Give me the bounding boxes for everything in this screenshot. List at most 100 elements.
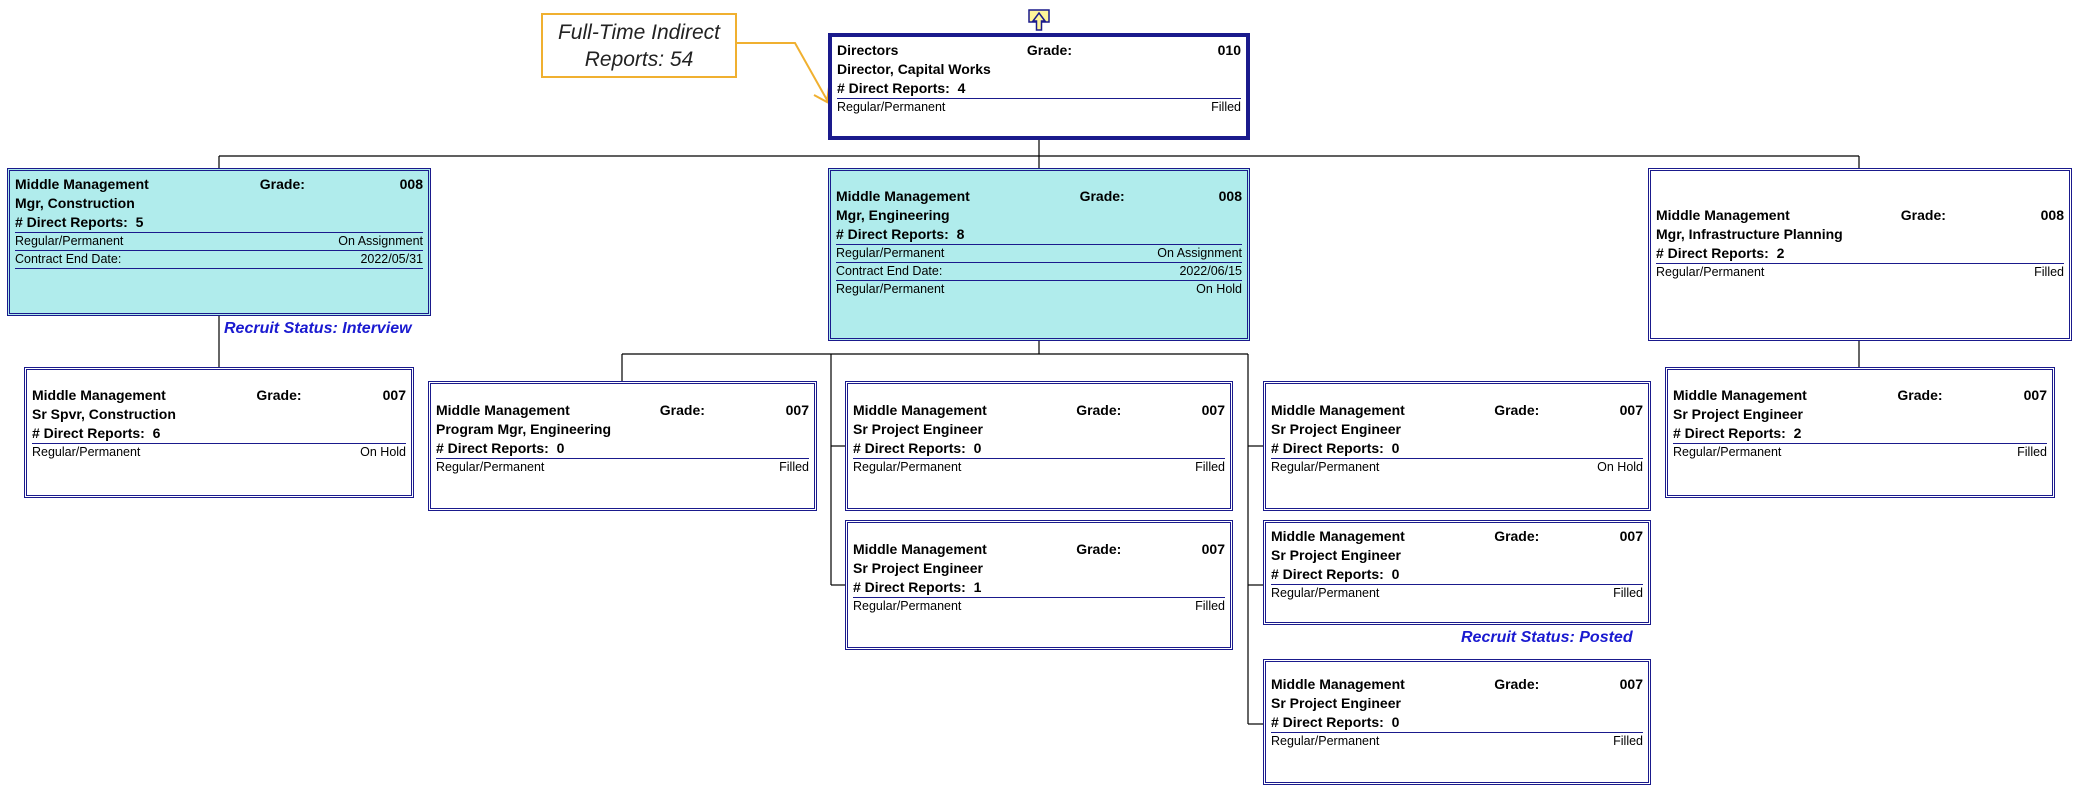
- position-status: On Hold: [360, 445, 406, 459]
- position-title: Mgr, Construction: [15, 195, 135, 211]
- grade-value: 008: [2040, 207, 2064, 223]
- position-status: Filled: [1195, 599, 1225, 613]
- direct-reports-label: # Direct Reports:: [32, 425, 145, 441]
- recruit-status-posted: Recruit Status: Posted: [1461, 629, 1633, 646]
- employment-type: Regular/Permanent: [436, 460, 545, 474]
- position-row: Regular/Permanent Filled: [853, 598, 1225, 615]
- direct-reports: # Direct Reports: 0: [1271, 565, 1643, 585]
- grade-label: Grade:: [659, 402, 705, 418]
- position-title: Sr Project Engineer: [1673, 406, 1803, 422]
- grade-label: Grade:: [1494, 528, 1540, 544]
- direct-reports-count: 6: [152, 425, 161, 441]
- direct-reports-label: # Direct Reports:: [853, 440, 966, 456]
- employment-type: Regular/Permanent: [836, 282, 945, 296]
- direct-reports: # Direct Reports: 5: [15, 213, 423, 233]
- position-title: Director, Capital Works: [837, 61, 991, 77]
- direct-reports-count: 0: [973, 440, 982, 456]
- direct-reports: # Direct Reports: 8: [836, 225, 1242, 245]
- direct-reports-count: 8: [956, 226, 965, 242]
- direct-reports-label: # Direct Reports:: [853, 579, 966, 595]
- direct-reports: # Direct Reports: 0: [1271, 439, 1643, 459]
- direct-reports-count: 1: [973, 579, 982, 595]
- node-level: Middle Management: [1673, 387, 1807, 403]
- grade-value: 007: [1619, 676, 1643, 692]
- direct-reports-label: # Direct Reports:: [837, 80, 950, 96]
- position-status: Filled: [2034, 265, 2064, 279]
- grade-value: 008: [1218, 188, 1242, 204]
- position-status: On Assignment: [338, 234, 423, 248]
- direct-reports: # Direct Reports: 0: [1271, 713, 1643, 733]
- node-level: Directors: [837, 42, 899, 58]
- direct-reports-label: # Direct Reports:: [15, 214, 128, 230]
- position-status: Filled: [1195, 460, 1225, 474]
- up-arrow-icon[interactable]: [1028, 9, 1050, 33]
- node-level: Middle Management: [436, 402, 570, 418]
- direct-reports-label: # Direct Reports:: [836, 226, 949, 242]
- grade-label: Grade:: [1897, 387, 1943, 403]
- grade-label: Grade:: [256, 387, 302, 403]
- contract-end-date: 2022/06/15: [1179, 264, 1242, 278]
- node-level: Middle Management: [32, 387, 166, 403]
- employment-type: Regular/Permanent: [853, 599, 962, 613]
- callout-line-2: Reports: 54: [584, 48, 694, 71]
- direct-reports-count: 5: [135, 214, 144, 230]
- position-row: Regular/Permanent On Assignment: [836, 245, 1242, 263]
- direct-reports: # Direct Reports: 6: [32, 424, 406, 444]
- grade-label: Grade:: [1079, 188, 1125, 204]
- grade-label: Grade:: [1026, 42, 1072, 58]
- direct-reports: # Direct Reports: 1: [853, 578, 1225, 598]
- node-level: Middle Management: [853, 402, 987, 418]
- position-status: Filled: [779, 460, 809, 474]
- node-level: Middle Management: [853, 541, 987, 557]
- direct-reports: # Direct Reports: 2: [1673, 424, 2047, 444]
- employment-type: Regular/Permanent: [1271, 586, 1380, 600]
- direct-reports-count: 0: [556, 440, 565, 456]
- contract-end-label: Contract End Date:: [15, 252, 122, 266]
- grade-value: 010: [1217, 42, 1241, 58]
- grade-label: Grade:: [1076, 541, 1122, 557]
- grade-value: 007: [1201, 402, 1225, 418]
- direct-reports: # Direct Reports: 2: [1656, 244, 2064, 264]
- grade-label: Grade:: [1494, 676, 1540, 692]
- node-level: Middle Management: [1271, 528, 1405, 544]
- position-title: Sr Project Engineer: [1271, 695, 1401, 711]
- position-status: Filled: [1613, 734, 1643, 748]
- contract-end-date: 2022/05/31: [360, 252, 423, 266]
- position-title: Sr Project Engineer: [853, 421, 983, 437]
- direct-reports-label: # Direct Reports:: [1271, 440, 1384, 456]
- grade-value: 007: [1619, 528, 1643, 544]
- employment-type: Regular/Permanent: [32, 445, 141, 459]
- recruit-status-interview: Recruit Status: Interview: [224, 320, 412, 337]
- employment-type: Regular/Permanent: [1271, 460, 1380, 474]
- direct-reports-count: 0: [1391, 566, 1400, 582]
- grade-label: Grade:: [1494, 402, 1540, 418]
- direct-reports-label: # Direct Reports:: [1271, 714, 1384, 730]
- direct-reports-count: 2: [1793, 425, 1802, 441]
- employment-type: Regular/Permanent: [836, 246, 945, 260]
- position-row: Regular/Permanent Filled: [436, 459, 809, 476]
- node-director-capital-works[interactable]: Directors Grade: 010 Director, Capital Wor…: [828, 33, 1250, 140]
- position-status: Filled: [1211, 100, 1241, 114]
- callout-line-1: Full-Time Indirect: [557, 21, 720, 44]
- grade-value: 007: [382, 387, 406, 403]
- position-status: On Assignment: [1157, 246, 1242, 260]
- direct-reports-count: 2: [1776, 245, 1785, 261]
- position-title: Mgr, Infrastructure Planning: [1656, 226, 1843, 242]
